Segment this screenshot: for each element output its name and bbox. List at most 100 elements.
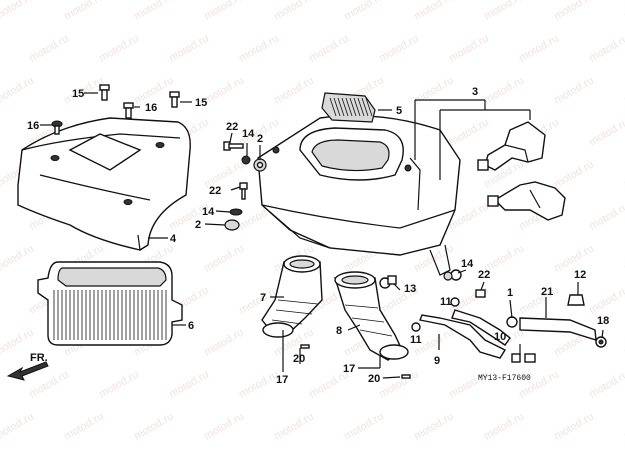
watermark-text: motod.ru: [272, 0, 316, 23]
callout-22-mid: 22: [209, 185, 221, 197]
watermark-text: motod.ru: [412, 410, 456, 442]
watermark-text: motod.ru: [202, 74, 246, 106]
callout-13: 13: [404, 283, 416, 295]
screw-15a: [99, 84, 110, 101]
watermark-text: motod.ru: [482, 0, 526, 23]
bolt-22b: [239, 182, 248, 200]
grommet-2a: [253, 158, 267, 172]
clip-18: [595, 336, 607, 348]
callout-11-lower: 11: [410, 334, 422, 346]
callout-8: 8: [336, 325, 342, 337]
screw-15b: [169, 91, 180, 108]
connecting-tube-8: [334, 271, 409, 361]
watermark-text: motod.ru: [167, 32, 211, 64]
clip-1: [506, 316, 518, 328]
watermark-text: motod.ru: [272, 74, 316, 106]
callout-7: 7: [260, 292, 266, 304]
connecting-tube-7: [261, 255, 323, 338]
watermark-text: motod.ru: [0, 410, 36, 442]
air-cleaner-cover: [17, 117, 191, 252]
watermark-text: motod.ru: [587, 284, 625, 316]
callout-14-right: 14: [461, 258, 474, 270]
bolt-22c: [475, 289, 486, 298]
screw-16a: [123, 102, 134, 119]
washer-14b: [229, 208, 243, 216]
grommet-2c: [443, 271, 453, 281]
grommet-2b: [224, 219, 240, 231]
bolt-22a: [223, 141, 244, 151]
watermark-text: motod.ru: [342, 0, 386, 23]
callout-9: 9: [434, 355, 440, 367]
watermark-text: motod.ru: [552, 158, 596, 190]
callout-20-right: 20: [368, 373, 380, 385]
watermark-text: motod.ru: [237, 368, 281, 400]
clamp-13: [379, 275, 397, 289]
screw-20a: [300, 344, 310, 349]
watermark-text: motod.ru: [27, 32, 71, 64]
screw-16b: [51, 120, 63, 135]
watermark-text: motod.ru: [482, 74, 526, 106]
watermark-text: motod.ru: [132, 0, 176, 23]
watermark-text: motod.ru: [412, 0, 456, 23]
watermark-text: motod.ru: [0, 0, 36, 23]
watermark-text: motod.ru: [202, 326, 246, 358]
callout-1: 1: [507, 287, 513, 299]
callout-6: 6: [188, 320, 194, 332]
watermark-text: motod.ru: [202, 410, 246, 442]
watermark-text: motod.ru: [517, 32, 561, 64]
callout-22-right: 22: [478, 269, 490, 281]
callout-21: 21: [541, 286, 553, 298]
watermark-text: motod.ru: [517, 284, 561, 316]
clamp-11a: [450, 297, 460, 307]
leader-lines: [40, 92, 604, 379]
callout-14-mid: 14: [202, 206, 215, 218]
watermark-text: motod.ru: [342, 410, 386, 442]
watermark-text: motod.ru: [237, 32, 281, 64]
watermark-text: motod.ru: [552, 74, 596, 106]
callout-22-top: 22: [226, 121, 238, 133]
plug-10: [511, 353, 536, 363]
washer-14c: [450, 269, 462, 281]
callout-5: 5: [396, 105, 402, 117]
callout-2-top: 2: [257, 133, 263, 145]
callout-17-left: 17: [276, 374, 288, 386]
callout-11-upper: 11: [440, 296, 452, 308]
callout-15-right: 15: [195, 97, 207, 109]
watermark-text: motod.ru: [97, 368, 141, 400]
watermark-text: motod.ru: [412, 74, 456, 106]
fitting-12: [567, 294, 585, 306]
watermark-text: motod.ru: [167, 368, 211, 400]
watermark-text: motod.ru: [307, 32, 351, 64]
callout-16-left: 16: [27, 120, 39, 132]
callout-2-mid: 2: [195, 219, 201, 231]
watermark-text: motod.ru: [552, 410, 596, 442]
watermark-text: motod.ru: [447, 32, 491, 64]
watermark-text: motod.ru: [552, 0, 596, 23]
rubber-seal-5: [321, 92, 376, 123]
watermark-text: motod.ru: [97, 32, 141, 64]
callout-16-right: 16: [145, 102, 157, 114]
watermark-text: motod.ru: [587, 116, 625, 148]
watermark-text: motod.ru: [202, 242, 246, 274]
watermark-text: motod.ru: [62, 410, 106, 442]
watermark-text: motod.ru: [62, 0, 106, 23]
watermark-text: motod.ru: [0, 74, 36, 106]
air-cleaner-housing: [257, 115, 461, 276]
watermark-text: motod.ru: [587, 200, 625, 232]
callout-10: 10: [494, 331, 506, 343]
watermark-text: motod.ru: [132, 410, 176, 442]
callout-14-top: 14: [242, 128, 255, 140]
callout-3: 3: [472, 86, 478, 98]
callout-15-left: 15: [72, 88, 84, 100]
front-label: FR.: [30, 352, 48, 364]
intake-duct-lower: [487, 181, 566, 221]
callout-12: 12: [574, 269, 586, 281]
callout-4: 4: [170, 233, 177, 245]
washer-14a: [241, 155, 251, 165]
air-cleaner-element: [37, 261, 183, 346]
watermark-text: motod.ru: [0, 242, 36, 274]
element-pleats: [53, 290, 167, 340]
callout-18: 18: [597, 315, 609, 327]
